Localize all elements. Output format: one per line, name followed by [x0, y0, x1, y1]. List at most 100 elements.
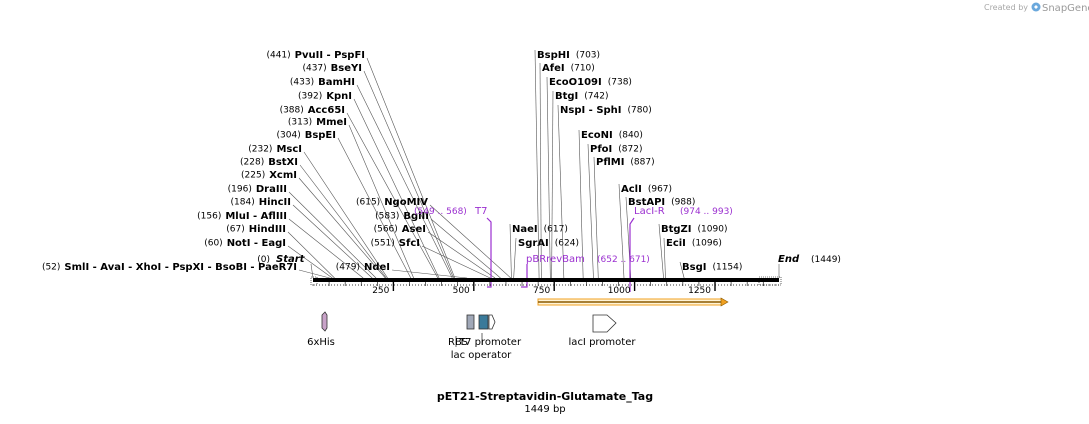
- enzyme-site: (228)BstXI: [240, 157, 387, 279]
- enzyme-site: (551)SfcI: [371, 238, 491, 279]
- enzyme-site: (479) NdeI: [336, 262, 468, 279]
- ruler-tick-label: 1250: [688, 286, 711, 296]
- enzyme-cut-line: [429, 204, 511, 279]
- enzyme-site: (225)XcmI: [241, 170, 386, 279]
- enzyme-site: NspI - SphI(780): [557, 104, 652, 279]
- enzyme-cut-line: [303, 151, 388, 279]
- enzyme-name: EcoO109I: [549, 77, 602, 88]
- feature-label: lac operator: [451, 350, 512, 361]
- feature-label: lacI promoter: [569, 337, 637, 348]
- primer-arrow: [629, 217, 635, 292]
- enzyme-position: (433): [290, 78, 314, 88]
- feature-6xhis: 6xHis: [307, 311, 335, 348]
- enzyme-position: (988): [671, 198, 695, 208]
- enzyme-site: (566)AseI: [374, 224, 496, 279]
- enzyme-cut-line: [288, 218, 364, 279]
- primer-name: pBRrevBam: [526, 254, 585, 265]
- enzyme-name: NspI - SphI: [560, 105, 622, 116]
- enzyme-cut-line: [287, 245, 333, 279]
- credit-text: Created by: [984, 3, 1028, 12]
- enzyme-site: (232)MscI: [248, 144, 388, 279]
- feature-shape: [488, 314, 496, 330]
- enzyme-cut-line: [587, 143, 594, 279]
- enzyme-cut-line: [391, 269, 468, 279]
- enzyme-position: (1154): [712, 263, 742, 273]
- enzyme-name: AclI: [621, 184, 642, 195]
- enzyme-cut-line: [551, 90, 554, 279]
- enzyme-site: (184)HincII: [231, 197, 373, 279]
- enzyme-site: NaeI(617): [509, 223, 568, 279]
- primer-range: (549 .. 568): [414, 207, 467, 217]
- enzyme-name: BspHI: [537, 50, 570, 61]
- enzyme-name: NdeI: [364, 262, 390, 273]
- credit: Created by SnapGene: [984, 2, 1089, 14]
- enzyme-site: BtgI(742): [551, 90, 608, 279]
- primer-name: T7: [474, 206, 487, 217]
- start-label: Start: [276, 254, 306, 265]
- snapgene-logo-icon: [1031, 2, 1041, 12]
- enzyme-name: BsgI: [682, 262, 706, 273]
- enzyme-cut-line: [337, 137, 412, 279]
- enzyme-cut-line: [298, 177, 386, 279]
- ruler-tick-label: 250: [372, 286, 389, 296]
- end-label: End: [778, 254, 800, 265]
- enzyme-name: DraIII: [256, 184, 287, 195]
- enzyme-name: AfeI: [542, 63, 565, 74]
- enzyme-name: PflMI: [596, 157, 624, 168]
- enzyme-position: (710): [571, 64, 595, 74]
- enzyme-cut-line: [288, 191, 377, 279]
- enzyme-position: (52): [42, 263, 60, 273]
- enzyme-site: (67)HindIII: [226, 224, 335, 279]
- enzyme-position: (196): [228, 185, 252, 195]
- enzyme-cut-line: [513, 237, 517, 279]
- enzyme-position: (184): [231, 198, 255, 208]
- enzyme-name: BstAPI: [628, 197, 665, 208]
- end-position: (1449): [811, 255, 841, 265]
- feature-laci-promoter: lacI promoter: [569, 314, 637, 348]
- enzyme-cut-line: [509, 223, 512, 279]
- sequence-length: 1449 bp: [524, 404, 565, 415]
- enzyme-position: (551): [371, 239, 395, 249]
- enzyme-position: (583): [375, 212, 399, 222]
- enzyme-name: EcoNI: [581, 130, 613, 141]
- enzyme-cut-line: [534, 49, 540, 279]
- enzyme-site: AfeI (710): [539, 62, 595, 279]
- enzyme-site: EciI(1096): [663, 237, 722, 279]
- feature-label: 6xHis: [307, 337, 335, 348]
- enzyme-site: EcoO109I(738): [546, 76, 632, 279]
- enzyme-site: (583)BglII: [375, 211, 501, 279]
- ruler-tick-label: 750: [533, 286, 550, 296]
- enzyme-position: (742): [584, 92, 608, 102]
- enzyme-site: AclI(967): [618, 183, 672, 279]
- enzyme-position: (232): [248, 145, 272, 155]
- primer: LacI-R(974 .. 993): [629, 206, 733, 292]
- primer-range: (652 .. 671): [597, 255, 650, 265]
- enzyme-name: MluI - AflIII: [225, 211, 287, 222]
- enzyme-position: (617): [544, 225, 568, 235]
- enzyme-position: (437): [302, 64, 326, 74]
- enzyme-site: (388)Acc65I: [280, 105, 439, 279]
- enzyme-cut-line: [346, 112, 439, 279]
- enzyme-site: (441)PvuII - PspFI: [266, 50, 456, 279]
- enzyme-site: (52)SmlI - AvaI - XhoI - PspXI - BsoBI -…: [42, 262, 330, 279]
- enzyme-position: (156): [197, 212, 221, 222]
- enzyme-cut-line: [658, 223, 664, 279]
- enzyme-name: NotI - EagI: [227, 238, 286, 249]
- enzyme-site: SgrAI(624): [513, 237, 579, 279]
- feature-label: RBS: [448, 337, 468, 348]
- ruler-tick-label: 1000: [608, 286, 631, 296]
- enzyme-position: (703): [576, 51, 600, 61]
- enzyme-position: (479): [336, 263, 360, 273]
- enzyme-position: (304): [277, 131, 301, 141]
- enzyme-site: (60)NotI - EagI: [204, 238, 333, 279]
- enzyme-site: PfoI(872): [587, 143, 642, 279]
- ruler-tick-label: 500: [453, 286, 470, 296]
- enzyme-name: BamHI: [318, 77, 355, 88]
- enzyme-site: (156) MluI - AflIII: [197, 211, 364, 279]
- sequence-name: pET21-Streptavidin-Glutamate_Tag: [437, 390, 653, 403]
- enzyme-name: EciI: [666, 238, 686, 249]
- enzyme-position: (1090): [698, 225, 728, 235]
- enzyme-site: EcoNI(840): [578, 129, 643, 279]
